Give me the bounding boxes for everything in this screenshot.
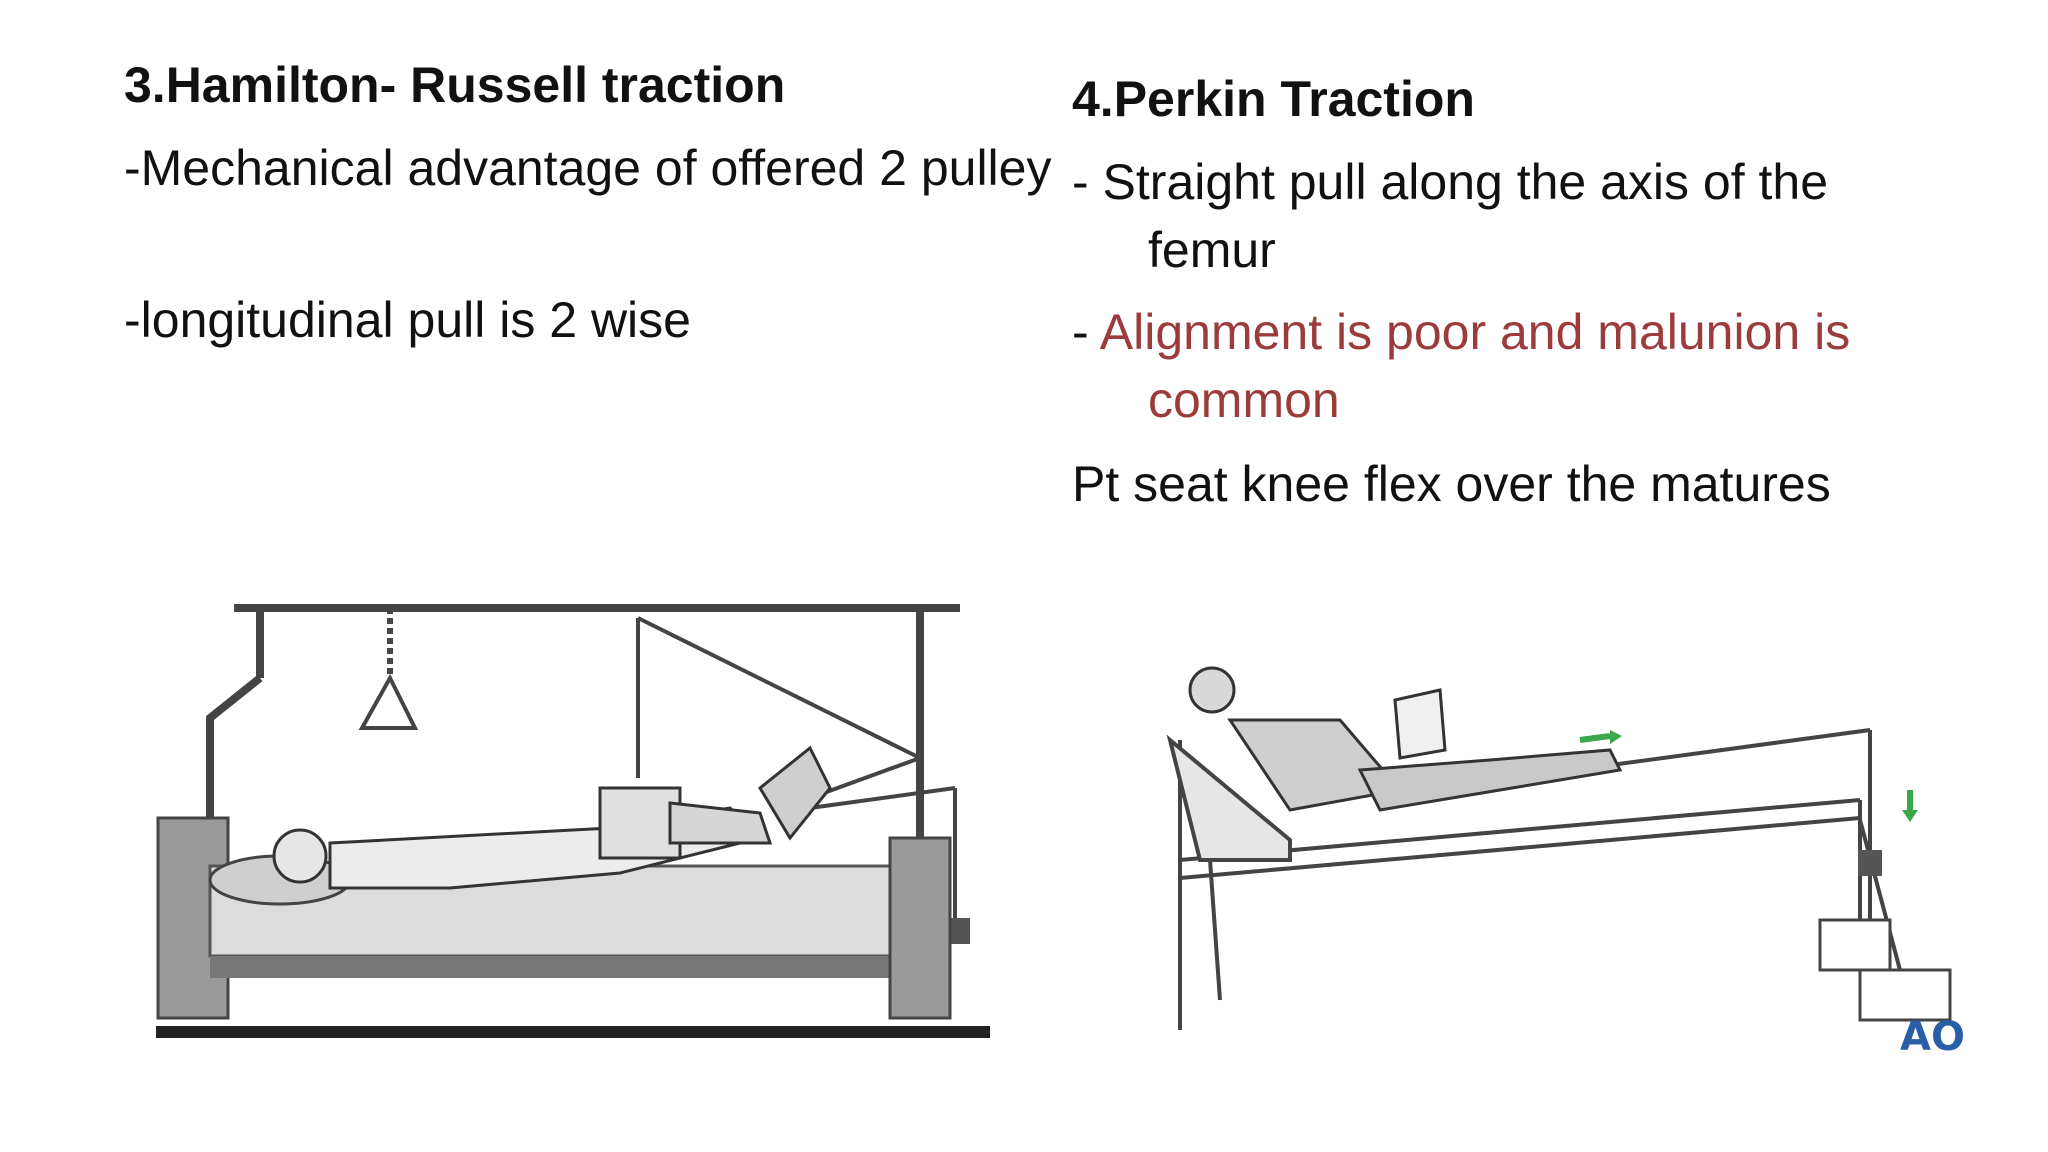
hamilton-bullet-1: -Mechanical advantage of offered 2 pulle…: [124, 140, 1052, 196]
perkin-heading: 4.Perkin Traction: [1072, 71, 1475, 127]
perkin-note: Pt seat knee flex over the matures: [1072, 456, 1831, 512]
perkin-traction-illustration: AO: [1166, 666, 1965, 1060]
perkin-bullet-2-text: Alignment is poor and malunion is common: [1099, 304, 1851, 428]
perkin-bullet-2-prefix: -: [1072, 304, 1100, 360]
perkin-bullet-1: - Straight pull along the axis of the fe…: [1072, 148, 1968, 284]
ao-logo-text: AO: [1900, 1014, 1965, 1060]
perkin-bullet-2: - Alignment is poor and malunion is comm…: [1072, 298, 2028, 434]
perkin-bullet-1-text: Straight pull along the axis of the femu…: [1102, 154, 1829, 278]
hamilton-bullet-2: -longitudinal pull is 2 wise: [124, 292, 691, 348]
hamilton-russell-traction-illustration: [156, 604, 990, 1038]
perkin-bullet-1-prefix: -: [1072, 154, 1103, 210]
hamilton-heading: 3.Hamilton- Russell traction: [124, 57, 786, 113]
